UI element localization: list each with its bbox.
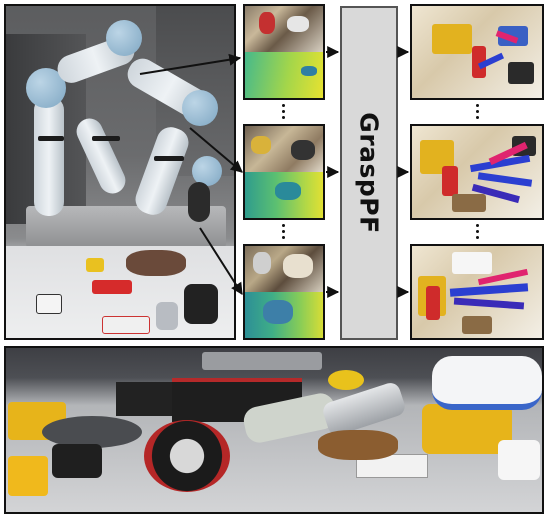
object-blob (291, 140, 315, 160)
input-rgbd-view-2 (243, 124, 325, 220)
input-rgbd-view-3 (243, 244, 325, 340)
input-rgbd-view-1 (243, 4, 325, 100)
cable-band (154, 156, 184, 161)
object-white-airplane (432, 356, 542, 410)
robot-arm-left-lower (34, 96, 64, 216)
object-dark (512, 136, 536, 156)
object-red (442, 166, 458, 196)
cable-band (38, 136, 64, 141)
depth-object-blob (275, 182, 301, 200)
object-yellow-truck-bucket (8, 456, 48, 496)
object-white-block (498, 440, 540, 480)
robot-setup-photo (4, 4, 236, 340)
object-blob (251, 136, 271, 154)
object-red-toy (92, 280, 132, 294)
object-blue (498, 26, 528, 46)
object-blob (253, 252, 271, 274)
ellipsis-dots (476, 224, 480, 242)
ellipsis-dots (282, 104, 286, 122)
object-brown-toy (318, 430, 398, 460)
object-toy-car (432, 24, 472, 54)
object-black-case (116, 382, 176, 416)
object-dark (508, 62, 534, 84)
ellipsis-dots (282, 224, 286, 242)
robot-gripper (188, 182, 210, 222)
object-black-gripper (52, 444, 102, 478)
grasppf-label: GraspPF (354, 112, 384, 234)
object-brown (452, 194, 486, 212)
object-can (156, 302, 178, 330)
object-yellow-toy (86, 258, 104, 272)
cable-band (92, 136, 120, 141)
object-yellow-cable-toy (328, 370, 364, 390)
object-brown (462, 316, 492, 334)
object-cylinder (184, 284, 218, 324)
grasp-result-1 (410, 4, 544, 100)
object-blob (283, 254, 313, 278)
robot-joint (106, 20, 142, 56)
grasp-result-3 (410, 244, 544, 340)
object-cables (126, 250, 186, 276)
object-round-plate (42, 416, 142, 448)
robot-joint (182, 90, 218, 126)
object-blob (259, 12, 275, 34)
object-red (472, 46, 486, 78)
object-tape-roll (144, 420, 230, 492)
object-blob (287, 16, 309, 32)
cluttered-scene-photo (4, 346, 544, 514)
grasp-result-2 (410, 124, 544, 220)
object-monitor (202, 352, 322, 370)
object-red (426, 286, 440, 320)
depth-object-blob (263, 300, 293, 324)
grasppf-module: GraspPF (340, 6, 398, 340)
depth-object-blob (301, 66, 317, 76)
object-tumbler (320, 380, 408, 438)
object-tube (102, 316, 150, 334)
object-yellow-wheel-toy (422, 404, 512, 454)
object-white (452, 252, 492, 274)
ellipsis-dots (476, 104, 480, 122)
rgb-image (245, 6, 323, 52)
object-box (36, 294, 62, 314)
